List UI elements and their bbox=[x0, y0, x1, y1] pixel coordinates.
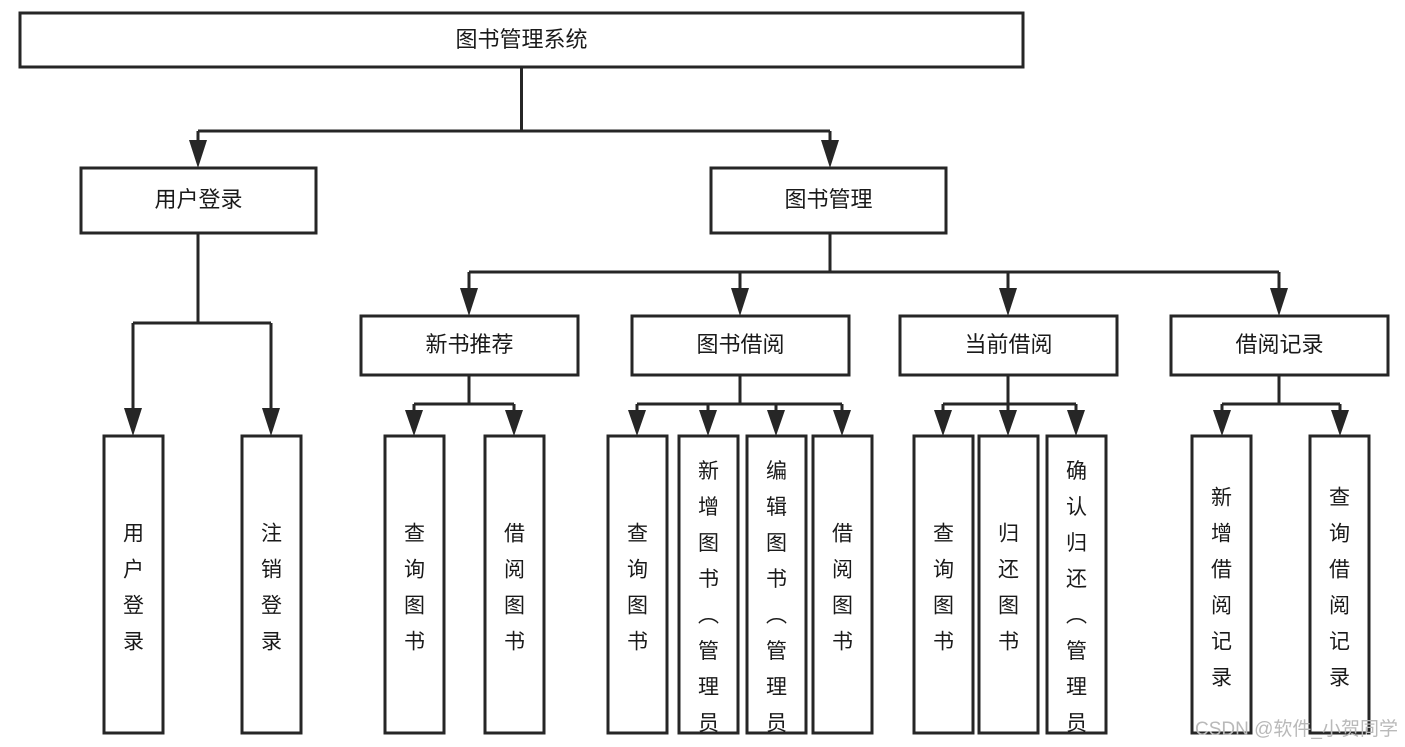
arrow-head-leaf-query-book-1 bbox=[405, 410, 423, 436]
node-book-borrow-box[interactable] bbox=[630, 314, 851, 377]
arrow-head-leaf-query-record bbox=[1331, 410, 1349, 436]
node-leaf-user-login-label: 用户登录 bbox=[123, 523, 144, 654]
node-leaf-query-book-3[interactable] bbox=[912, 434, 975, 735]
arrow-head-book-mgmt bbox=[821, 140, 839, 168]
connector-group-new-book-rec bbox=[405, 375, 523, 436]
node-leaf-query-record-label: 查询借阅记录 bbox=[1329, 487, 1350, 690]
node-borrow-record[interactable]: 借阅记录 bbox=[1169, 314, 1390, 377]
node-root[interactable]: 图书管理系统 bbox=[18, 11, 1025, 69]
arrow-head-leaf-add-record bbox=[1213, 410, 1231, 436]
arrow-head-leaf-edit-book bbox=[767, 410, 785, 436]
node-leaf-query-record-box[interactable] bbox=[1308, 434, 1371, 735]
node-leaf-logout-box[interactable] bbox=[240, 434, 303, 735]
node-leaf-query-book-3-box[interactable] bbox=[912, 434, 975, 735]
arrow-head-leaf-logout bbox=[262, 408, 280, 436]
node-leaf-return-book[interactable] bbox=[977, 434, 1040, 735]
arrow-head-new-book-rec bbox=[460, 288, 478, 316]
node-user-login-label: 用户登录 bbox=[154, 187, 242, 212]
node-leaf-add-book[interactable] bbox=[677, 434, 740, 735]
node-leaf-logout[interactable] bbox=[240, 434, 303, 735]
node-new-book-rec-box[interactable] bbox=[359, 314, 580, 377]
node-leaf-query-book-1-label: 查询图书 bbox=[404, 523, 425, 654]
node-leaf-confirm-return-box[interactable] bbox=[1045, 434, 1108, 735]
node-current-borrow[interactable]: 当前借阅 bbox=[898, 314, 1119, 377]
node-leaf-borrow-book-2-box[interactable] bbox=[811, 434, 874, 735]
node-leaf-query-book-2-label: 查询图书 bbox=[627, 523, 648, 654]
node-leaf-query-record[interactable] bbox=[1308, 434, 1371, 735]
arrow-head-leaf-query-book-3 bbox=[934, 410, 952, 436]
node-borrow-record-label: 借阅记录 bbox=[1235, 332, 1323, 357]
node-leaf-query-book-1[interactable] bbox=[383, 434, 446, 735]
node-new-book-rec[interactable]: 新书推荐 bbox=[359, 314, 580, 377]
node-leaf-edit-book[interactable] bbox=[745, 434, 808, 735]
node-book-borrow[interactable]: 图书借阅 bbox=[630, 314, 851, 377]
connector-group-root bbox=[189, 67, 839, 168]
arrow-head-leaf-return-book bbox=[999, 410, 1017, 436]
node-leaf-return-book-box[interactable] bbox=[977, 434, 1040, 735]
node-root-box[interactable] bbox=[18, 11, 1025, 69]
node-root-label: 图书管理系统 bbox=[455, 27, 587, 52]
node-leaf-return-book-label: 归还图书 bbox=[998, 523, 1019, 654]
node-leaf-add-record[interactable] bbox=[1190, 434, 1253, 735]
node-leaf-query-book-2[interactable] bbox=[606, 434, 669, 735]
node-leaf-borrow-book-1-box[interactable] bbox=[483, 434, 546, 735]
node-book-mgmt-label: 图书管理 bbox=[784, 187, 872, 212]
connector-group-borrow-record bbox=[1213, 375, 1349, 436]
node-leaf-borrow-book-1-label: 借阅图书 bbox=[504, 523, 525, 654]
node-leaf-add-record-box[interactable] bbox=[1190, 434, 1253, 735]
node-leaf-edit-book-label: 编辑图书︵管理员︶ bbox=[766, 460, 787, 747]
arrow-head-borrow-record bbox=[1270, 288, 1288, 316]
node-leaf-edit-book-box[interactable] bbox=[745, 434, 808, 735]
node-leaf-add-book-label: 新增图书︵管理员︶ bbox=[698, 460, 719, 747]
arrow-head-leaf-borrow-book-2 bbox=[833, 410, 851, 436]
node-book-mgmt[interactable]: 图书管理 bbox=[709, 166, 948, 235]
connector-group-book-mgmt bbox=[460, 233, 1288, 316]
node-leaf-query-book-1-box[interactable] bbox=[383, 434, 446, 735]
vertical-labels-layer: 用户登录 注销登录 查询图书 借阅图书 查询图书 新增图书︵管理员︶ 编辑图书︵管理员︶ 借阅… bbox=[123, 460, 1350, 747]
arrow-head-book-borrow bbox=[731, 288, 749, 316]
watermark-label: CSDN @软件_小贺同学 bbox=[1195, 718, 1398, 740]
node-leaf-query-book-3-label: 查询图书 bbox=[933, 523, 954, 654]
node-user-login-box[interactable] bbox=[79, 166, 318, 235]
node-new-book-rec-label: 新书推荐 bbox=[425, 332, 513, 357]
arrow-head-leaf-query-book-2 bbox=[628, 410, 646, 436]
node-current-borrow-box[interactable] bbox=[898, 314, 1119, 377]
connector-group-current-borrow bbox=[934, 375, 1085, 436]
node-leaf-user-login-box[interactable] bbox=[102, 434, 165, 735]
arrow-head-leaf-borrow-book-1 bbox=[505, 410, 523, 436]
arrow-head-leaf-add-book bbox=[699, 410, 717, 436]
node-leaf-borrow-book-2[interactable] bbox=[811, 434, 874, 735]
node-leaf-add-record-label: 新增借阅记录 bbox=[1211, 487, 1232, 690]
arrow-head-current-borrow bbox=[999, 288, 1017, 316]
node-book-mgmt-box[interactable] bbox=[709, 166, 948, 235]
node-user-login[interactable]: 用户登录 bbox=[79, 166, 318, 235]
node-leaf-borrow-book-2-label: 借阅图书 bbox=[832, 523, 853, 654]
node-leaf-borrow-book-1[interactable] bbox=[483, 434, 546, 735]
node-leaf-add-book-box[interactable] bbox=[677, 434, 740, 735]
arrow-head-leaf-user-login bbox=[124, 408, 142, 436]
node-book-borrow-label: 图书借阅 bbox=[696, 332, 784, 357]
arrow-head-user-login bbox=[189, 140, 207, 168]
node-leaf-query-book-2-box[interactable] bbox=[606, 434, 669, 735]
node-leaf-user-login[interactable] bbox=[102, 434, 165, 735]
node-borrow-record-box[interactable] bbox=[1169, 314, 1390, 377]
connector-group-book-borrow bbox=[628, 375, 851, 436]
arrow-head-leaf-confirm-return bbox=[1067, 410, 1085, 436]
node-current-borrow-label: 当前借阅 bbox=[964, 332, 1052, 357]
connector-group-user-login bbox=[124, 233, 280, 436]
node-leaf-confirm-return[interactable] bbox=[1045, 434, 1108, 735]
node-leaf-logout-label: 注销登录 bbox=[261, 523, 282, 654]
node-leaf-confirm-return-label: 确认归还︵管理员︶ bbox=[1066, 460, 1087, 747]
